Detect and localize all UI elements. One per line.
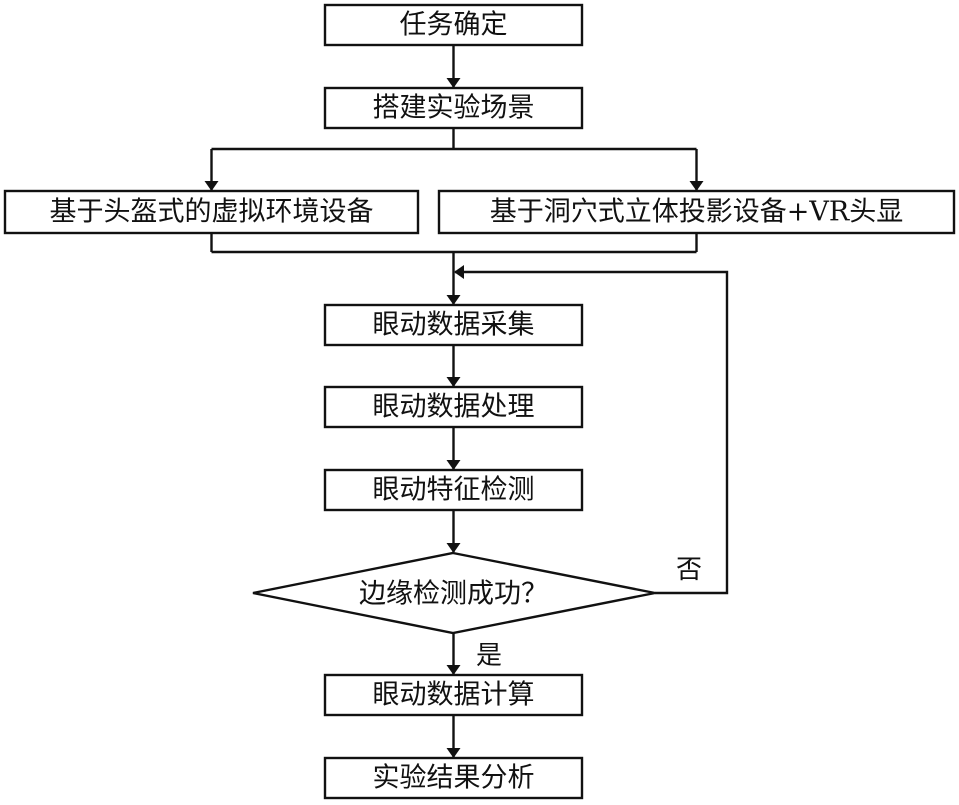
node-result-analysis-label: 实验结果分析 <box>373 763 535 794</box>
node-edge-detect-label: 边缘检测成功？ <box>359 579 548 610</box>
node-build-scene-label: 搭建实验场景 <box>373 93 535 124</box>
node-hmd-device-label: 基于头盔式的虚拟环境设备 <box>50 197 374 228</box>
node-eye-compute-label: 眼动数据计算 <box>373 680 535 711</box>
node-cave-device-box <box>437 189 956 235</box>
node-cave-device-label: 基于洞穴式立体投影设备+VR头显 <box>490 197 903 228</box>
node-task-define-box <box>323 3 584 47</box>
node-result-analysis-box <box>323 756 584 800</box>
node-eye-collect-label: 眼动数据采集 <box>373 310 535 341</box>
edge-label-yes: 是 <box>476 641 502 671</box>
node-task-define-label: 任务确定 <box>400 10 508 41</box>
loop-no-path <box>454 265 729 595</box>
edge-label-no: 否 <box>676 555 702 585</box>
node-eye-process-label: 眼动数据处理 <box>373 392 535 423</box>
node-eye-feature-label: 眼动特征检测 <box>373 475 535 506</box>
node-eye-process-box <box>323 385 584 429</box>
